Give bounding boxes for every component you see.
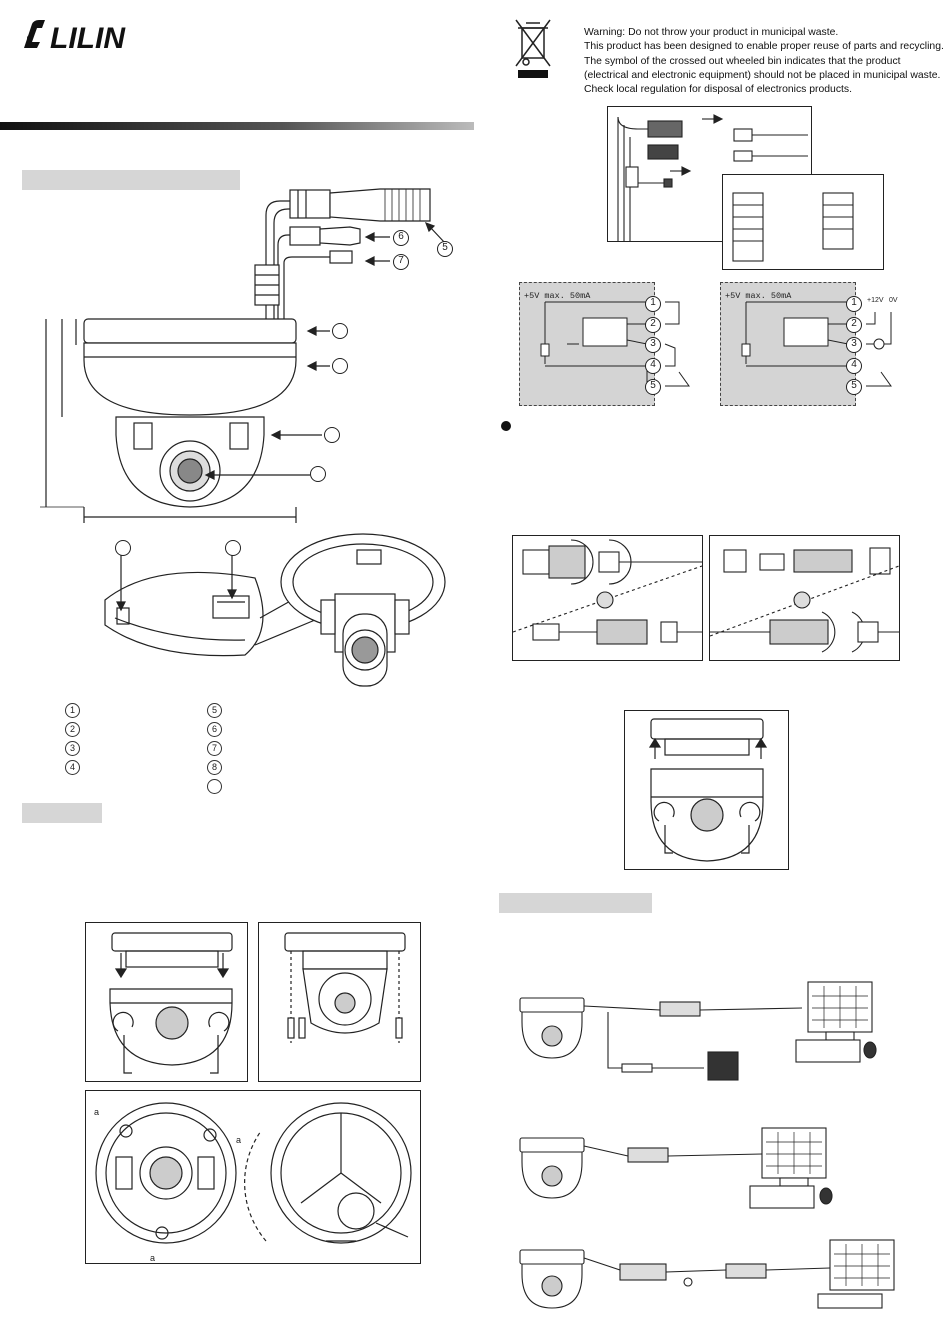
waterproof-left-drawing [512, 539, 703, 645]
camera-dimension-drawing [40, 188, 446, 523]
right-pin-4: 4 [846, 358, 862, 374]
waterproof-right-drawing [709, 547, 900, 653]
weee-line-1: Warning: Do not throw your product in mu… [584, 27, 839, 38]
marker-a-2: a [236, 1135, 241, 1145]
callout-7: 7 [393, 254, 409, 270]
right-pin-3: 3 [846, 337, 862, 353]
legend-num-7: 7 [207, 741, 222, 756]
section-bar-connection [499, 893, 652, 913]
weee-bin-icon [515, 19, 551, 78]
install-step-mount-screws [258, 922, 421, 1082]
legend-num-3: 3 [65, 741, 80, 756]
right-pin-2: 2 [846, 317, 862, 333]
left-pin-3: 3 [645, 337, 661, 353]
logo-mark: LILIN [24, 20, 126, 55]
callout-5: 5 [437, 241, 453, 257]
connector-drawing [617, 114, 808, 241]
legend-num-2: 2 [65, 722, 80, 737]
install-step-base-plate: a a a [85, 1090, 421, 1264]
legend-num-9 [207, 779, 222, 794]
connection-diagrams [519, 981, 895, 1309]
weee-warning: Warning: Do not throw your product in mu… [584, 26, 944, 97]
mount-screws-drawing [284, 932, 406, 1043]
camera-base-detail [104, 533, 446, 687]
weee-line-5: Check local regulation for disposal of e… [584, 84, 852, 96]
label-12v: +12V [867, 297, 884, 304]
circuit-right-supply: +5V max. 50mA [725, 291, 792, 301]
left-pin-4: 4 [645, 358, 661, 374]
callout-circle-1 [332, 323, 348, 339]
header-rule [0, 122, 474, 130]
marker-a-1: a [94, 1107, 99, 1117]
weee-line-2: This product has been designed to enable… [584, 41, 944, 53]
base-plate-drawing: a a a [94, 1102, 412, 1263]
terminal-block-drawing [732, 192, 854, 262]
left-pin-1: 1 [645, 296, 661, 312]
left-pin-2: 2 [645, 317, 661, 333]
callout-circle-2 [332, 358, 348, 374]
marker-a-3: a [150, 1253, 155, 1263]
label-0v: 0V [889, 297, 898, 304]
terminal-block-detail [722, 174, 884, 270]
lilin-logo: LILIN [20, 18, 170, 55]
base-callout-right [225, 540, 241, 556]
callout-6: 6 [393, 230, 409, 246]
circuit-left-supply: +5V max. 50mA [524, 291, 591, 301]
dome-removal-drawing [648, 718, 768, 862]
logo-text: LILIN [50, 22, 126, 55]
circuit-wiring [540, 301, 892, 387]
section-bar-overview [22, 170, 240, 190]
left-pin-5: 5 [645, 379, 661, 395]
base-callout-left [115, 540, 131, 556]
legend-num-4: 4 [65, 760, 80, 775]
waterproof-assembly-right [709, 535, 900, 661]
callout-circle-4 [310, 466, 326, 482]
legend-num-6: 6 [207, 722, 222, 737]
right-pin-1: 1 [846, 296, 862, 312]
legend-num-1: 1 [65, 703, 80, 718]
install-step-remove-dome [85, 922, 248, 1082]
section-bar-installation [22, 803, 102, 823]
dome-removal-figure [624, 710, 789, 870]
weee-line-4: (electrical and electronic equipment) sh… [584, 69, 941, 81]
right-pin-5: 5 [846, 379, 862, 395]
remove-dome-drawing [109, 932, 233, 1074]
weee-line-3: The symbol of the crossed out wheeled bi… [584, 55, 901, 67]
bullet-dot [501, 421, 511, 431]
legend-num-5: 5 [207, 703, 222, 718]
waterproof-assembly-left [512, 535, 703, 661]
legend-num-8: 8 [207, 760, 222, 775]
callout-circle-3 [324, 427, 340, 443]
